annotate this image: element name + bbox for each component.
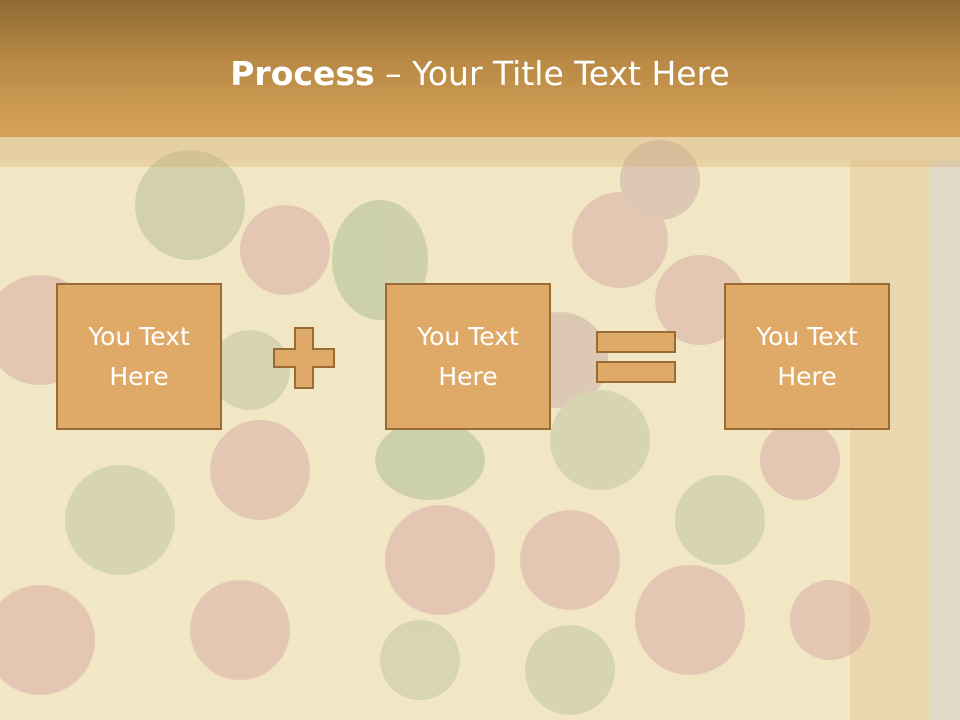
equals-icon [595, 330, 677, 386]
slide-title-rest: – Your Title Text Here [374, 54, 730, 93]
slide-title-bold: Process [230, 54, 375, 93]
process-box-2-label: You Text Here [417, 321, 519, 391]
title-underband [0, 137, 960, 167]
process-box-1[interactable]: You Text Here [56, 283, 222, 430]
process-box-3-label: You Text Here [756, 321, 858, 391]
process-box-3[interactable]: You Text Here [724, 283, 890, 430]
process-box-2[interactable]: You Text Here [385, 283, 551, 430]
slide-title: Process – Your Title Text Here [0, 50, 960, 98]
plus-icon [273, 327, 335, 389]
title-band [0, 0, 960, 137]
process-box-1-label: You Text Here [88, 321, 190, 391]
